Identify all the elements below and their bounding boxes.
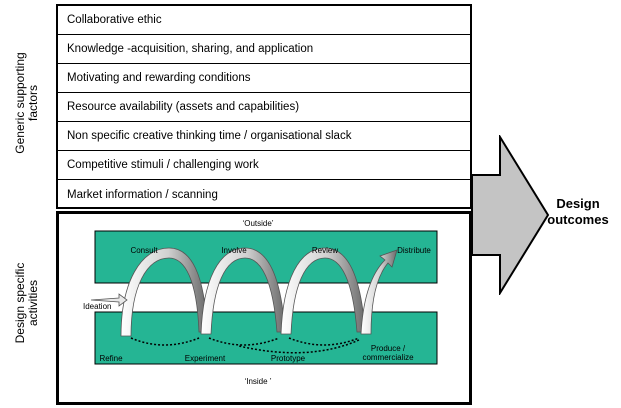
step-refine: Refine <box>99 354 123 363</box>
outcome-arrow-shape <box>471 135 550 295</box>
step-review: Review <box>312 246 338 255</box>
design-activities-label: Design specific activities <box>13 248 40 358</box>
factor-row: Motivating and rewarding conditions <box>58 64 470 93</box>
design-process-diagram: ‘Outside’ ‘Inside ’ Consult Involve Revi… <box>83 219 438 386</box>
step-experiment: Experiment <box>185 354 226 363</box>
step-ideation: Ideation <box>83 302 111 311</box>
step-distribute: Distribute <box>397 246 431 255</box>
design-activities-label-line2: activities <box>26 280 40 327</box>
factor-row: Non specific creative thinking time / or… <box>58 122 470 151</box>
factor-row: Competitive stimuli / challenging work <box>58 151 470 180</box>
design-outcomes-line1: Design <box>556 196 600 211</box>
step-prototype: Prototype <box>271 354 306 363</box>
iteration-spiral <box>90 247 398 354</box>
design-outcomes-label: Design outcomes <box>536 196 620 228</box>
generic-factors-label: Generic supporting factors <box>13 43 40 163</box>
supporting-factors-table: Collaborative ethic Knowledge -acquisiti… <box>56 4 472 209</box>
factor-row: Collaborative ethic <box>58 6 470 35</box>
generic-factors-label-line2: factors <box>26 85 40 122</box>
step-consult: Consult <box>130 246 158 255</box>
step-involve: Involve <box>221 246 247 255</box>
inside-band <box>94 311 438 365</box>
factor-row: Knowledge -acquisition, sharing, and app… <box>58 35 470 64</box>
factor-row: Resource availability (assets and capabi… <box>58 93 470 122</box>
factor-row: Market information / scanning <box>67 188 218 201</box>
step-produce-line2: commercialize <box>362 353 414 362</box>
inside-label: ‘Inside ’ <box>244 377 271 386</box>
step-produce-line1: Produce / <box>371 344 406 353</box>
outside-label: ‘Outside’ <box>242 219 273 228</box>
design-outcomes-line2: outcomes <box>547 212 609 227</box>
outcome-arrow <box>471 135 550 295</box>
design-activities-box: ‘Outside’ ‘Inside ’ Consult Involve Revi… <box>56 211 472 405</box>
